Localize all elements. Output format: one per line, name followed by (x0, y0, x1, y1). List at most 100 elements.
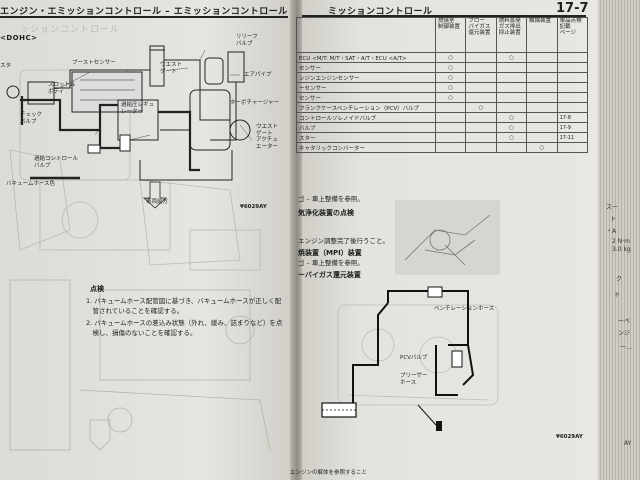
turbocharger-label: ターボチャージャー (230, 100, 280, 106)
page-ref-cell (556, 142, 589, 153)
row-item: センサー (296, 92, 436, 103)
mark-cell (526, 92, 558, 103)
engine-tag: <DOHC> (0, 34, 38, 42)
row-item: キャタリックコンバーター (296, 142, 436, 153)
mark-cell: ○ (434, 82, 467, 93)
mark-cell (495, 102, 528, 113)
mark-cell (526, 112, 558, 123)
mark-cell (526, 52, 558, 63)
right-figure-code: ¥6029AY (556, 434, 583, 440)
table-row: フランクケースベンチレーション（PCV）バルブ ○ (296, 102, 589, 113)
mark-cell: ○ (465, 102, 497, 113)
mark-cell: ○ (434, 72, 467, 83)
table-row: センサー○ (296, 92, 589, 103)
ventilation-hose-label: ベンチレーションホース (434, 306, 495, 312)
next-page-edge: スー ト ・A 2 N·m 3.0 kg ク ド ーベ ンジ ー… AY (598, 0, 640, 480)
mark-cell (434, 102, 467, 113)
mark-cell (495, 92, 528, 103)
air-pipe-label: エアパイプ (244, 72, 272, 78)
mark-cell (434, 122, 467, 133)
edge-text: ・A (606, 228, 617, 235)
check-valve-label: チェック バルブ (20, 112, 43, 125)
table-header-row: 燃焼室 制御装置 ブロー バイガス 還元装置 燃料蒸発 ガス排出 抑止装置 触媒… (296, 17, 589, 53)
mark-cell (434, 112, 467, 123)
page-ref-cell (556, 62, 589, 73)
boost-sensor-label: ブーストセンサー (72, 60, 116, 66)
right-footer: エンジンの解体を参照すること (290, 470, 368, 476)
mark-cell (526, 62, 558, 73)
edge-text: ンジ (618, 330, 631, 337)
breather-hose-label: ブリーザー ホース (400, 373, 428, 386)
table-row: キャタリックコンバーター○ (296, 142, 589, 153)
mark-cell (465, 72, 497, 83)
edge-text: ーベ (618, 318, 631, 325)
text-line-1: ゴ – 車上整備を参照。 (298, 195, 364, 203)
table-header: 触媒装置 (526, 17, 558, 53)
edge-text: スー (606, 204, 619, 211)
table-row: ECU <M/T: M/T・SAT・A/T・ECU <A/T>○○ (296, 52, 589, 63)
page-ref-cell: 17-9 (556, 122, 589, 133)
edge-text: 3.0 kg (612, 246, 631, 253)
row-item: ECU <M/T: M/T・SAT・A/T・ECU <A/T> (296, 52, 436, 63)
edge-text: 2 N·m (612, 238, 630, 245)
table-row: バルブ ○ 17-9 (296, 122, 589, 133)
mark-cell: ○ (434, 62, 467, 73)
mark-cell (434, 142, 467, 153)
table-header: 単品点検 記載 ページ (556, 17, 589, 53)
inspection-item-2: 2. バキュームホースの差込み状態（外れ、緩み、詰まりなど）を点 (86, 319, 283, 327)
mark-cell (495, 142, 528, 153)
mark-cell (526, 72, 558, 83)
vacuum-hose-color-label: バキュームホース色 (6, 181, 56, 187)
left-page: エンジン・エミッションコントロール – エミッションコントロール ッションコント… (0, 0, 296, 480)
row-item: コントロールソレノイドバルブ (296, 112, 436, 123)
left-page-header: エンジン・エミッションコントロール – エミッションコントロール (0, 7, 288, 17)
mark-cell: ○ (434, 52, 467, 63)
mark-cell: ○ (495, 132, 528, 143)
front-direction-label: 車両前方 (146, 199, 169, 205)
mark-cell (465, 62, 497, 73)
vacuum-hose-diagram (6, 45, 261, 271)
mark-cell (465, 132, 497, 143)
mark-cell (526, 102, 558, 113)
text-line-6: ーバイガス還元装置 (298, 271, 361, 279)
mark-cell (465, 92, 497, 103)
mark-cell (526, 132, 558, 143)
inspection-item-2-cont: 検し、損傷のないことを確認する。 (86, 329, 197, 337)
table-header: ブロー バイガス 還元装置 (465, 17, 497, 53)
table-header: 燃料蒸発 ガス排出 抑止装置 (495, 17, 528, 53)
mark-cell: ○ (434, 92, 467, 103)
inspection-item-1: 1. バキュームホース配管図に基づき、バキュームホースが正しく配 (86, 297, 282, 305)
table-header (296, 17, 436, 53)
row-item: バルブ (296, 122, 436, 133)
mark-cell (495, 62, 528, 73)
header-rule (0, 16, 288, 18)
page-ref-cell (556, 72, 589, 83)
ghost-section-title: ッションコントロール (20, 25, 121, 35)
mark-cell (465, 52, 497, 63)
mark-cell (526, 122, 558, 133)
throttle-body-label: スロットル ボディ (48, 82, 76, 95)
edge-text: ク (616, 276, 623, 283)
mark-cell (495, 82, 528, 93)
boost-pressure-regulator-label: 過給圧レギュ レーター (121, 102, 155, 115)
text-line-3: エンジン調整完了後行うこと。 (298, 237, 389, 245)
row-item: フランクケースベンチレーション（PCV）バルブ (296, 102, 436, 113)
mark-cell (526, 82, 558, 93)
pcv-system-diagram (321, 286, 499, 431)
row-item: ーセンサー (296, 82, 436, 93)
mark-cell: ○ (495, 112, 528, 123)
page-ref-cell (556, 82, 589, 93)
mark-cell: ○ (495, 122, 528, 133)
mark-cell (465, 112, 497, 123)
boost-control-valve-label: 過給コントロール バルブ (34, 156, 79, 169)
row-item: センサー (296, 62, 436, 73)
wastegate-upper-label: ウエスト ゲート (160, 62, 183, 75)
page-ref-cell: 17-11 (556, 132, 589, 143)
mark-cell (465, 142, 497, 153)
inspection-title: 点検 (90, 285, 104, 293)
inspection-item-1-cont: 管されていることを確認する。 (86, 307, 184, 315)
header-rule-right (302, 15, 586, 17)
table-row: センサー○ (296, 62, 589, 73)
engine-bay-illustration (9, 279, 271, 451)
mark-cell (465, 82, 497, 93)
